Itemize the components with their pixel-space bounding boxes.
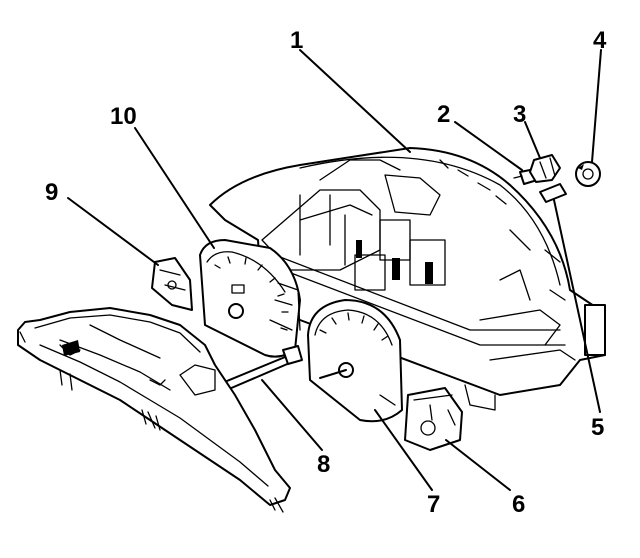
bulb-hex-socket	[529, 154, 561, 183]
callout-7: 7	[427, 491, 440, 518]
leader-line-10	[134, 127, 215, 249]
leader-line-5	[553, 199, 601, 413]
callout-3: 3	[513, 101, 526, 128]
callout-labels: 1 2 3 4 5 6 7 8 9 10	[45, 27, 607, 518]
callout-9: 9	[45, 179, 58, 206]
callout-2: 2	[437, 101, 450, 128]
callout-6: 6	[512, 491, 525, 518]
leader-lines	[67, 49, 602, 491]
grommet-nut	[575, 161, 601, 187]
large-gauge-7	[307, 299, 403, 423]
rear-housing	[209, 147, 606, 411]
leader-line-6	[445, 439, 511, 491]
leader-line-7	[374, 409, 433, 491]
leader-line-9	[67, 197, 159, 266]
small-gauge	[404, 387, 463, 451]
front-lens-mask	[17, 307, 291, 513]
leader-line-1	[299, 49, 411, 153]
callout-10: 10	[110, 103, 137, 130]
leader-line-8	[261, 379, 323, 451]
leader-line-3	[524, 121, 541, 159]
indicator-gauge-9	[151, 257, 193, 311]
leader-line-2	[454, 121, 523, 171]
bulb	[539, 183, 567, 203]
callout-4: 4	[593, 27, 607, 54]
callout-5: 5	[591, 414, 604, 441]
callout-1: 1	[290, 27, 303, 54]
leader-line-4	[591, 49, 602, 163]
callout-8: 8	[317, 451, 330, 478]
